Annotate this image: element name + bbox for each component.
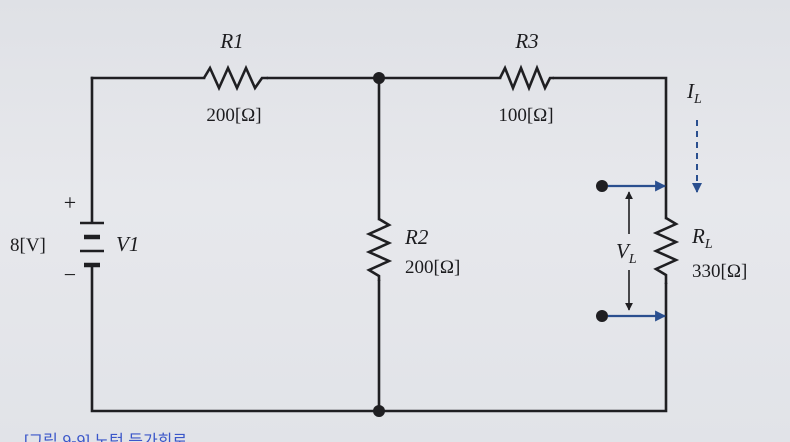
figure-caption: [그림 9-9] 노턴 등가회로: [24, 432, 187, 442]
resistor-r1: [202, 64, 268, 92]
resistor-r2: [365, 217, 393, 281]
source-value: 8[V]: [10, 235, 46, 256]
resistor-rl: [652, 216, 680, 284]
current-label: IL: [686, 79, 702, 107]
r1-value: 200[Ω]: [206, 105, 261, 126]
wire-top-right: [552, 76, 668, 220]
r3-value: 100[Ω]: [498, 105, 553, 126]
resistor-r3: [498, 64, 554, 92]
r2-value: 200[Ω]: [405, 257, 460, 278]
battery-v1: [80, 221, 104, 268]
r1-name: R1: [219, 29, 243, 53]
terminal-top: [596, 180, 608, 192]
rl-value: 330[Ω]: [692, 261, 747, 282]
source-plus: +: [64, 190, 76, 215]
source-minus: −: [64, 262, 76, 287]
voltage-label: VL: [616, 239, 637, 267]
terminal-bottom: [596, 310, 608, 322]
source-name: V1: [116, 232, 139, 256]
rl-name: RL: [691, 224, 713, 252]
node-bottom: [373, 405, 385, 417]
node-top: [373, 72, 385, 84]
r2-name: R2: [404, 225, 429, 249]
wires: [90, 76, 668, 413]
r3-name: R3: [514, 29, 538, 53]
